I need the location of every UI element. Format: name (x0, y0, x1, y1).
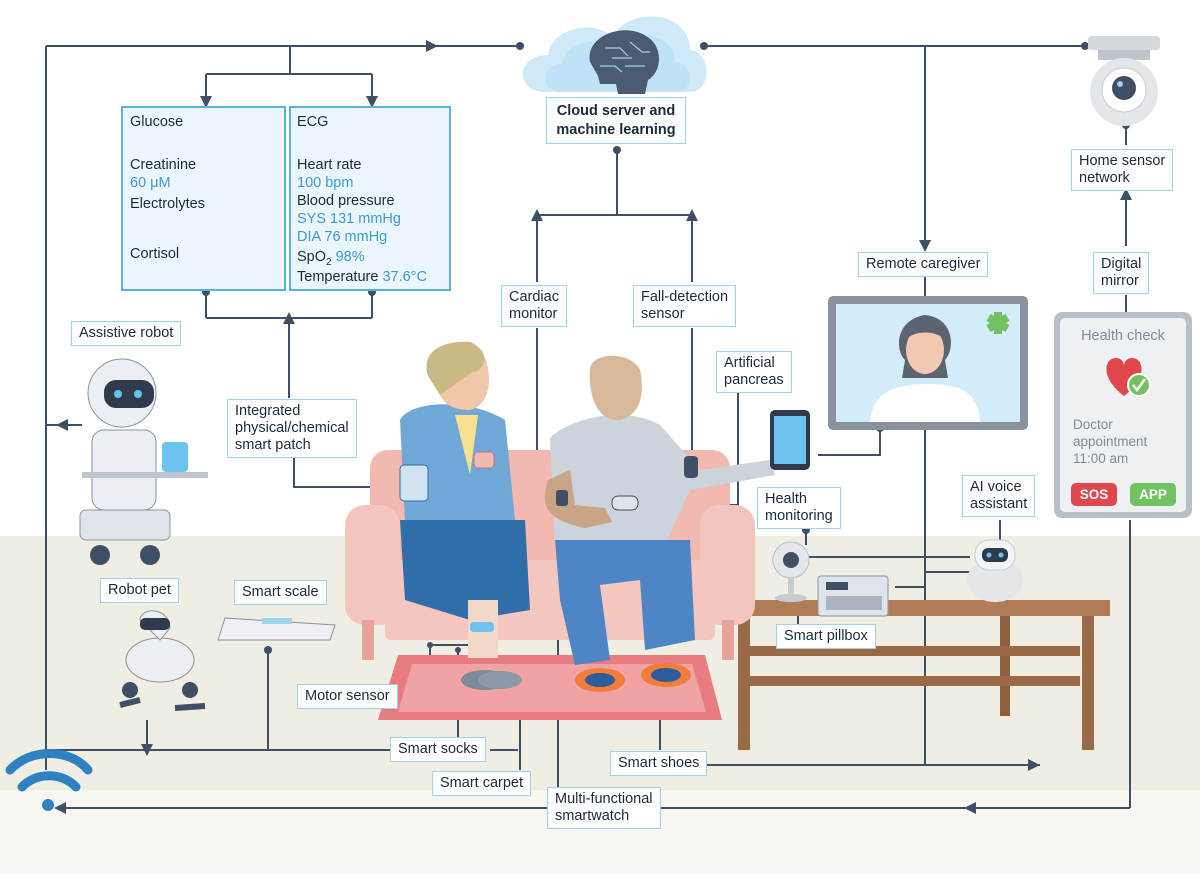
home-sensor-line-2: network (1079, 170, 1130, 186)
motor-sensor-label: Motor sensor (297, 684, 398, 709)
medical-star-icon (986, 312, 1010, 334)
spo2-label: SpO (297, 249, 327, 265)
spo2-row: SpO2 98% (297, 249, 365, 271)
fall-line-1: Fall-detection (641, 289, 729, 305)
temperature-value: 37.6°C (382, 269, 427, 285)
cloud-line-1: Cloud server and (556, 103, 676, 119)
smart-shoes-label: Smart shoes (610, 751, 708, 776)
mirror-doctor-2: appointment (1073, 434, 1148, 449)
cardiac-line-1: Cardiac (509, 289, 559, 305)
smart-carpet-label: Smart carpet (432, 771, 531, 796)
pillbox-device (817, 575, 889, 617)
home-sensor-label: Home sensor network (1071, 149, 1174, 191)
mirror-time: 11:00 am (1073, 451, 1129, 466)
digital-mirror-line-2: mirror (1101, 273, 1139, 289)
remote-caregiver-label: Remote caregiver (858, 252, 989, 277)
sys-value: SYS 131 mmHg (297, 211, 401, 227)
glucose-label: Glucose (130, 114, 184, 130)
cardiac-line-2: monitor (509, 306, 558, 322)
dia-value: DIA 76 mmHg (297, 229, 388, 245)
woman-figure (399, 341, 530, 690)
biochem-panel (121, 106, 286, 291)
sos-button[interactable]: SOS (1071, 483, 1117, 506)
smartwatch-line-2: smartwatch (555, 808, 630, 824)
temperature-label: Temperature (297, 269, 379, 285)
caregiver-screen (828, 296, 1028, 430)
cardiac-monitor-label: Cardiac monitor (501, 285, 567, 327)
webcam-device (772, 541, 810, 602)
fall-line-2: sensor (641, 306, 685, 322)
smart-socks-label: Smart socks (390, 737, 486, 762)
spo2-subscript: 2 (326, 256, 332, 268)
robot-pet (119, 610, 206, 711)
smart-pillbox-label: Smart pillbox (776, 624, 876, 649)
home-sensor-line-1: Home sensor (1079, 153, 1166, 169)
ai-voice-label: AI voice assistant (962, 475, 1036, 517)
digital-mirror-line-1: Digital (1101, 256, 1142, 272)
artificial-pancreas-label: Artificial pancreas (716, 351, 792, 393)
smart-patch-label: Integrated physical/chemical smart patch (227, 399, 357, 458)
fall-detection-label: Fall-detection sensor (633, 285, 737, 327)
heart-check-icon (1106, 358, 1151, 397)
smartwatch-line-1: Multi-functional (555, 791, 653, 807)
digital-mirror-device (1054, 312, 1192, 518)
mirror-doctor-1: Doctor (1073, 417, 1113, 432)
heart-rate-label: Heart rate (297, 157, 362, 173)
smart-scale-label: Smart scale (234, 580, 327, 605)
camera-icon (1088, 36, 1160, 126)
blood-pressure-label: Blood pressure (297, 193, 395, 209)
connector-lines (45, 40, 1132, 814)
mirror-title: Health check (1081, 328, 1165, 344)
cortisol-label: Cortisol (130, 246, 180, 262)
vitals-panel (289, 106, 451, 291)
man-figure (544, 355, 810, 692)
health-monitoring-label: Health monitoring (757, 487, 841, 529)
spo2-value: 98% (335, 249, 365, 265)
creatinine-value: 60 μM (130, 175, 171, 191)
patch-line-3: smart patch (235, 437, 311, 453)
pancreas-line-2: pancreas (724, 372, 784, 388)
robot-pet-label: Robot pet (100, 578, 179, 603)
cloud-server-label: Cloud server and machine learning (546, 97, 686, 144)
patch-line-1: Integrated (235, 403, 301, 419)
ai-voice-line-1: AI voice (970, 479, 1022, 495)
smartwatch-label: Multi-functional smartwatch (547, 787, 661, 829)
patch-line-2: physical/chemical (235, 420, 349, 436)
wifi-icon (5, 749, 93, 811)
ai-assistant-device (967, 539, 1023, 602)
cloud-line-2: machine learning (556, 122, 676, 138)
temperature-row: Temperature 37.6°C (297, 269, 427, 286)
health-monitoring-line-2: monitoring (765, 508, 833, 524)
heart-rate-value: 100 bpm (297, 175, 354, 191)
ai-voice-line-2: assistant (970, 496, 1028, 512)
creatinine-label: Creatinine (130, 157, 197, 173)
digital-mirror-label: Digital mirror (1093, 252, 1150, 294)
health-monitoring-line-1: Health (765, 491, 807, 507)
ecg-label: ECG (297, 114, 329, 130)
smart-scale (217, 617, 336, 641)
app-button[interactable]: APP (1130, 483, 1176, 506)
assistive-robot-label: Assistive robot (71, 321, 182, 346)
assistive-robot (79, 358, 208, 565)
pancreas-line-1: Artificial (724, 355, 775, 371)
electrolytes-label: Electrolytes (130, 196, 205, 212)
brain-circuit-icon (589, 30, 659, 94)
